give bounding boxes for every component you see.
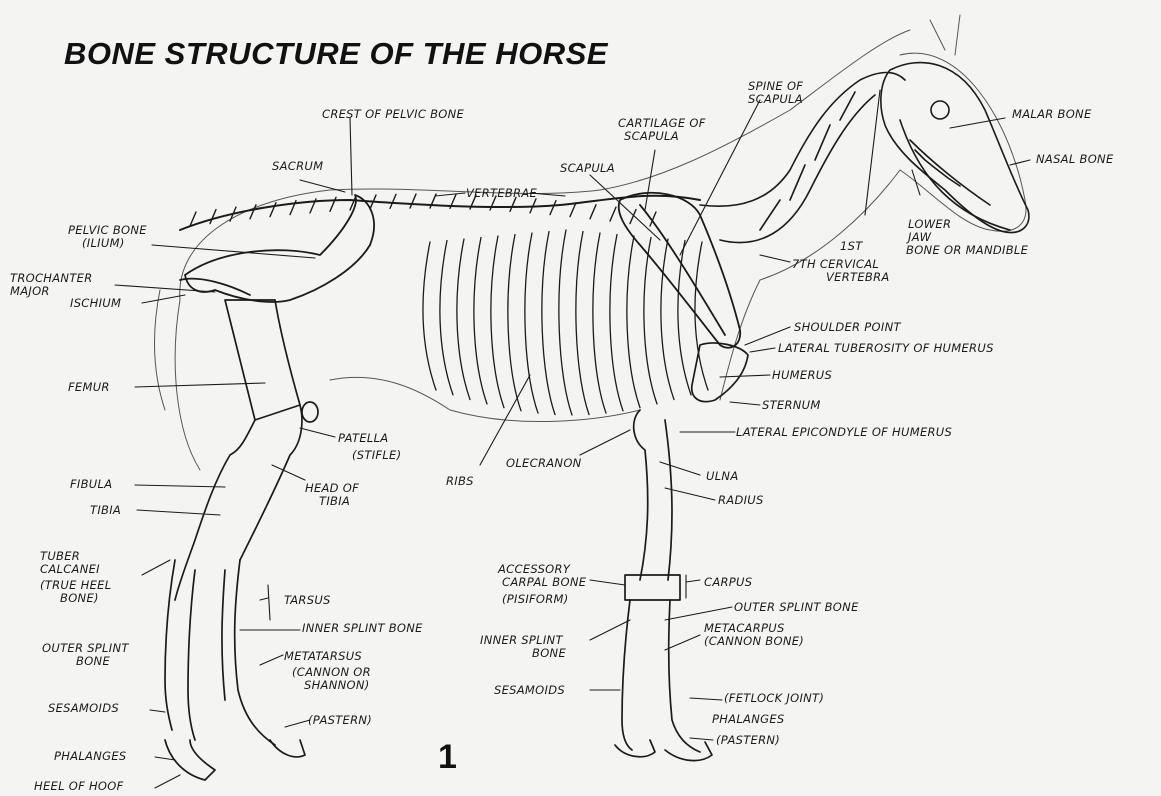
vertebra-process: [210, 210, 216, 224]
label-lateral-tuberosity-of-humerus: LATERAL TUBEROSITY OF HUMERUS: [778, 342, 994, 355]
label-fibula: FIBULA: [70, 478, 112, 491]
rib: [423, 242, 436, 390]
label-metacarpus: METACARPUS(CANNON BONE): [704, 622, 804, 648]
rib: [559, 230, 572, 415]
hind-leg: [165, 300, 318, 780]
label-malar-bone: MALAR BONE: [1012, 108, 1092, 121]
label-sesamoids-hind: SESAMOIDS: [48, 702, 119, 715]
rib: [508, 235, 521, 411]
label-phalanges-fore: PHALANGES: [712, 713, 785, 726]
leader-lines: [115, 90, 1030, 788]
page-number: 1: [438, 738, 457, 777]
label-sternum: STERNUM: [762, 399, 821, 412]
label-sesamoids-fore: SESAMOIDS: [494, 684, 565, 697]
label-radius: RADIUS: [718, 494, 764, 507]
label-nasal-bone: NASAL BONE: [1036, 153, 1114, 166]
rib: [610, 235, 623, 411]
rib: [474, 238, 487, 404]
vertebra-process: [410, 194, 416, 208]
label-ulna: ULNA: [706, 470, 739, 483]
pelvis: [180, 195, 374, 302]
rib: [576, 232, 589, 415]
vertebra-process: [610, 207, 616, 221]
label-olecranon: OLECRANON: [506, 457, 582, 470]
skull: [881, 63, 1029, 233]
label-carpus: CARPUS: [704, 576, 752, 589]
label-scapula: SCAPULA: [560, 162, 615, 175]
body-outline: [155, 15, 1026, 470]
vertebra-process: [270, 203, 276, 217]
label-pastern-hind: (PASTERN): [308, 714, 372, 727]
rib: [661, 239, 674, 400]
scapula: [619, 193, 741, 348]
label-tibia: TIBIA: [90, 504, 121, 517]
rib: [542, 232, 555, 415]
label-humerus: HUMERUS: [772, 369, 832, 382]
rib-cage: [423, 230, 708, 415]
label-shoulder-point: SHOULDER POINT: [794, 321, 901, 334]
label-ischium: ISCHIUM: [70, 297, 121, 310]
vertebra-process: [390, 194, 396, 208]
rib: [678, 241, 691, 395]
label-heel-of-hoof: HEEL OF HOOF: [34, 780, 124, 793]
label-pelvic-bone: PELVIC BONE(ILIUM): [68, 224, 147, 250]
rib: [491, 236, 504, 408]
rib: [457, 239, 470, 400]
vertebra-process: [550, 201, 556, 215]
rib: [593, 233, 606, 413]
label-fetlock-joint: (FETLOCK JOINT): [724, 692, 824, 705]
label-phalanges-hind: PHALANGES: [54, 750, 127, 763]
label-crest-pelvic-bone: CREST OF PELVIC BONE: [322, 108, 464, 121]
label-inner-splint-bone-hind: INNER SPLINT BONE: [302, 622, 423, 635]
label-patella: PATELLA(STIFLE): [338, 432, 401, 462]
label-lateral-epicondyle-of-humerus: LATERAL EPICONDYLE OF HUMERUS: [736, 426, 952, 439]
label-vertebrae: VERTEBRAE: [466, 187, 537, 200]
rib: [525, 233, 538, 413]
rib: [627, 236, 640, 408]
label-ribs: RIBS: [446, 475, 474, 488]
label-tarsus: TARSUS: [284, 594, 331, 607]
page-title: BONE STRUCTURE OF THE HORSE: [64, 36, 608, 72]
vertebra-process: [590, 205, 596, 219]
label-pastern-fore: (PASTERN): [716, 734, 780, 747]
label-first: 1ST: [840, 240, 863, 253]
label-femur: FEMUR: [68, 381, 110, 394]
label-sacrum: SACRUM: [272, 160, 323, 173]
rib: [440, 241, 453, 395]
label-outer-splint-bone-fore: OUTER SPLINT BONE: [734, 601, 859, 614]
vertebra-process: [250, 205, 256, 219]
